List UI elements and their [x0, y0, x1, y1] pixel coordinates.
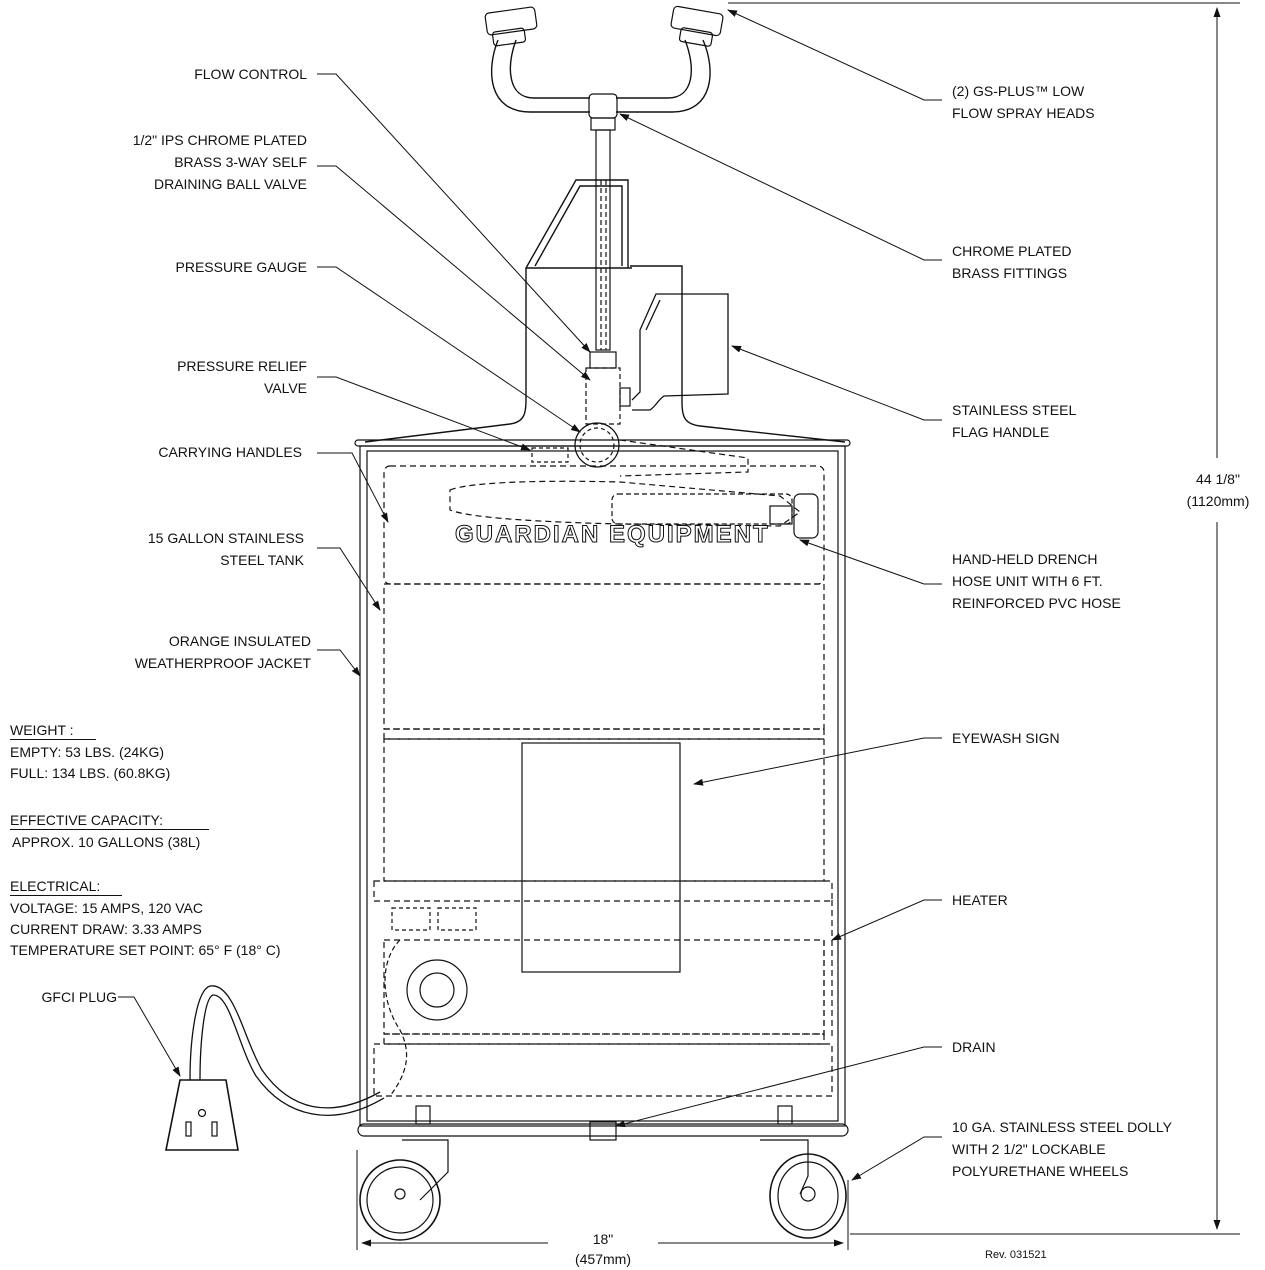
label-line: PRESSURE RELIEF	[177, 358, 307, 374]
label-carrying-handles: CARRYING HANDLES	[158, 441, 302, 463]
label-flag-handle: STAINLESS STEEL FLAG HANDLE	[952, 399, 1076, 443]
label-line: STEEL TANK	[220, 552, 304, 568]
label-line: 1/2" IPS CHROME PLATED	[132, 132, 307, 148]
spec-line: CURRENT DRAW: 3.33 AMPS	[10, 921, 202, 937]
label-tank: 15 GALLON STAINLESS STEEL TANK	[148, 527, 304, 571]
label-flow-control: FLOW CONTROL	[194, 63, 307, 85]
label-line: BRASS FITTINGS	[952, 265, 1068, 281]
spec-capacity-heading: EFFECTIVE CAPACITY:	[10, 811, 209, 830]
label-line: DRAIN	[952, 1039, 996, 1055]
label-line: DRAINING BALL VALVE	[153, 176, 307, 192]
label-line: VALVE	[263, 380, 307, 396]
label-dolly: 10 GA. STAINLESS STEEL DOLLY WITH 2 1/2"…	[952, 1116, 1172, 1182]
tank-marking: GUARDIAN EQUIPMENT	[455, 521, 770, 548]
height-dimension-label: 44 1/8" (1120mm)	[1173, 468, 1263, 512]
heater-controls	[384, 907, 477, 1097]
label-line: 15 GALLON STAINLESS	[147, 530, 304, 546]
label-heater: HEATER	[952, 889, 1008, 911]
spray-heads	[484, 5, 724, 119]
flag-handle	[631, 293, 729, 411]
label-line: FLOW SPRAY HEADS	[952, 105, 1095, 121]
label-line: WITH 2 1/2" LOCKABLE	[952, 1141, 1106, 1157]
drench-hose-unit	[449, 480, 819, 539]
spec-line: FULL: 134 LBS. (60.8KG)	[10, 765, 171, 781]
label-line: POLYURETHANE WHEELS	[952, 1163, 1129, 1179]
label-line: GFCI PLUG	[41, 989, 117, 1005]
label-line: BRASS 3-WAY SELF	[174, 154, 307, 170]
valve-assembly	[531, 351, 749, 477]
spec-electrical-heading: ELECTRICAL:	[10, 877, 123, 896]
label-line: ORANGE INSULATED	[168, 633, 311, 649]
dimension-metric: (457mm)	[574, 1251, 631, 1267]
label-line: HEATER	[952, 892, 1008, 908]
label-line: 10 GA. STAINLESS STEEL DOLLY	[952, 1119, 1172, 1135]
tank-body	[354, 439, 851, 1127]
label-jacket: ORANGE INSULATED WEATHERPROOF JACKET	[135, 630, 311, 674]
label-ball-valve: 1/2" IPS CHROME PLATED BRASS 3-WAY SELF …	[133, 129, 307, 195]
leader-lines-left	[118, 73, 591, 1077]
label-line: STAINLESS STEEL	[952, 402, 1077, 418]
spec-capacity: EFFECTIVE CAPACITY: APPROX. 10 GALLONS (…	[10, 810, 209, 853]
label-drench-hose: HAND-HELD DRENCH HOSE UNIT WITH 6 FT. RE…	[952, 548, 1121, 614]
label-line: CHROME PLATED	[952, 243, 1072, 259]
height-dimension	[728, 2, 1240, 1235]
spec-line: EMPTY: 53 LBS. (24KG)	[10, 744, 165, 760]
label-line: CARRYING HANDLES	[158, 444, 302, 460]
label-line: HOSE UNIT WITH 6 FT.	[952, 573, 1103, 589]
label-eyewash-sign: EYEWASH SIGN	[952, 727, 1060, 749]
label-spray-heads: (2) GS-PLUS™ LOW FLOW SPRAY HEADS	[952, 80, 1095, 124]
width-dimension-label: 18" (457mm)	[553, 1229, 653, 1269]
dimension-value: 44 1/8"	[1196, 471, 1240, 487]
spec-weight: WEIGHT : EMPTY: 53 LBS. (24KG) FULL: 134…	[10, 720, 170, 784]
label-fittings: CHROME PLATED BRASS FITTINGS	[952, 240, 1072, 284]
eyewash-sign	[521, 742, 681, 973]
label-line: EYEWASH SIGN	[952, 730, 1060, 746]
spec-electrical: ELECTRICAL: VOLTAGE: 15 AMPS, 120 VAC CU…	[10, 876, 281, 961]
label-line: (2) GS-PLUS™ LOW	[952, 83, 1085, 99]
label-line: REINFORCED PVC HOSE	[952, 595, 1121, 611]
label-pressure-gauge: PRESSURE GAUGE	[176, 256, 307, 278]
spec-line: VOLTAGE: 15 AMPS, 120 VAC	[10, 900, 203, 916]
carrying-handle-frame	[364, 179, 846, 443]
dolly-wheels	[357, 1105, 849, 1241]
label-line: HAND-HELD DRENCH	[952, 551, 1098, 567]
label-relief-valve: PRESSURE RELIEF VALVE	[177, 355, 307, 399]
spec-weight-heading: WEIGHT :	[10, 721, 96, 740]
label-line: PRESSURE GAUGE	[175, 259, 307, 275]
spec-line: TEMPERATURE SET POINT: 65° F (18° C)	[10, 942, 281, 958]
spec-line: APPROX. 10 GALLONS (38L)	[12, 834, 201, 850]
gfci-plug	[165, 985, 385, 1151]
label-line: WEATHERPROOF JACKET	[134, 655, 311, 671]
leader-lines-right	[615, 9, 942, 1181]
dimension-metric: (1120mm)	[1186, 493, 1250, 509]
label-gfci-plug: GFCI PLUG	[42, 986, 117, 1008]
riser-pipe	[590, 117, 616, 351]
label-line: FLOW CONTROL	[194, 66, 307, 82]
revision-label: Rev. 031521	[985, 1249, 1047, 1261]
label-line: FLAG HANDLE	[952, 424, 1050, 440]
dimension-value: 18"	[592, 1231, 614, 1247]
label-drain: DRAIN	[952, 1036, 996, 1058]
width-dimension	[356, 1150, 849, 1250]
